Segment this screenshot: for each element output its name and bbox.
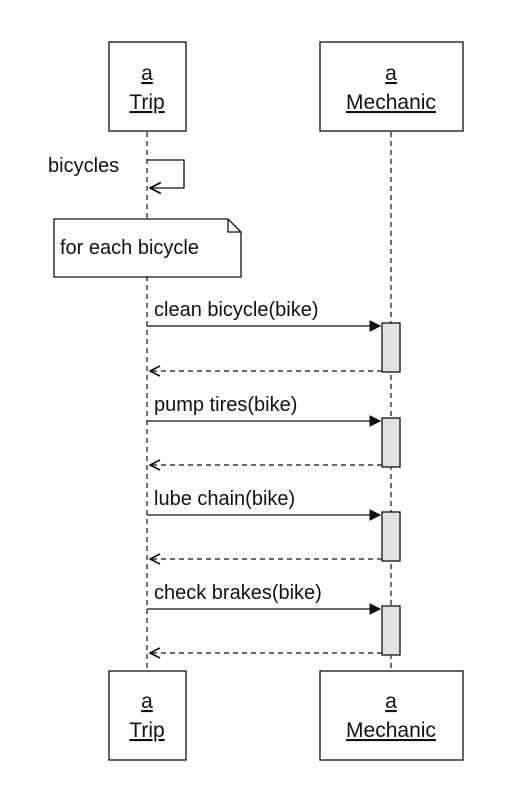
participant-trip-top-line2: Trip <box>129 91 164 114</box>
participant-mechanic-bottom-line2: Mechanic <box>346 719 436 742</box>
message-label-clean-bicycle: clean bicycle(bike) <box>154 299 319 321</box>
participant-mechanic-top: a Mechanic <box>319 41 464 132</box>
participant-mechanic-top-line1: a <box>385 62 397 85</box>
activation-check-brakes <box>381 605 401 656</box>
participant-mechanic-bottom: a Mechanic <box>319 670 464 761</box>
activation-lube-chain <box>381 511 401 562</box>
message-label-lube-chain: lube chain(bike) <box>154 488 295 510</box>
note-text: for each bicycle <box>60 237 199 259</box>
participant-trip-bottom-line1: a <box>141 690 153 713</box>
message-label-check-brakes: check brakes(bike) <box>154 582 322 604</box>
message-pump-tires: pump tires(bike) <box>147 394 401 468</box>
participant-mechanic-bottom-line1: a <box>385 690 397 713</box>
participant-trip-bottom-line2: Trip <box>129 719 164 742</box>
activation-clean-bicycle <box>381 322 401 373</box>
message-label-pump-tires: pump tires(bike) <box>154 394 297 416</box>
participant-trip-bottom: a Trip <box>108 670 187 761</box>
message-check-brakes: check brakes(bike) <box>147 582 401 656</box>
participant-trip-top-line1: a <box>141 62 153 85</box>
participant-mechanic-top-line2: Mechanic <box>346 91 436 114</box>
message-clean-bicycle: clean bicycle(bike) <box>147 299 401 373</box>
self-message-label: bicycles <box>48 155 119 177</box>
activation-pump-tires <box>381 417 401 468</box>
participant-trip-top: a Trip <box>108 41 187 132</box>
message-lube-chain: lube chain(bike) <box>147 488 401 562</box>
note-for-each-bicycle: for each bicycle <box>53 218 242 278</box>
self-message-bicycles: bicycles <box>48 155 185 188</box>
